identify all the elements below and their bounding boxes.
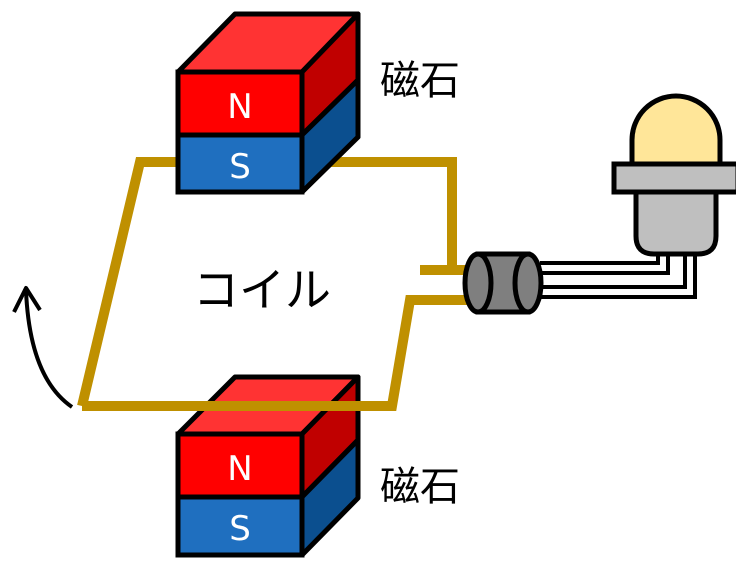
rotation-arrow <box>12 286 74 409</box>
bottom-magnet-south-face <box>175 494 305 558</box>
commutator-right-face <box>512 251 544 315</box>
top-magnet-south-side-overlay <box>299 77 361 195</box>
rotation-arrow-head <box>12 286 42 313</box>
bulb-wire-lower-inner <box>540 250 693 295</box>
bottom-magnet-caption: 磁石 <box>380 464 460 510</box>
top-magnet-caption: 磁石 <box>380 58 460 104</box>
top-magnet-south-label-overlay: S <box>229 147 251 187</box>
bulb-glass <box>629 93 723 169</box>
bottom-magnet-south-label: S <box>229 509 251 549</box>
bottom-magnet: N S <box>175 374 361 558</box>
top-magnet-north-face <box>175 69 305 138</box>
coil-label: コイル <box>193 263 331 317</box>
top-magnet-north-label: N <box>227 87 252 127</box>
rotation-arrow-curve <box>24 289 74 409</box>
bottom-magnet-north-label: N <box>227 449 252 489</box>
commutator-left-face <box>462 251 494 315</box>
top-magnet-south-face-overlay <box>175 132 305 195</box>
light-bulb <box>611 93 736 257</box>
top-magnet-overlay: S <box>175 77 361 195</box>
bottom-magnet-north-face <box>175 431 305 500</box>
bulb-collar <box>611 161 736 195</box>
commutator <box>462 251 544 315</box>
bulb-socket <box>633 189 719 257</box>
